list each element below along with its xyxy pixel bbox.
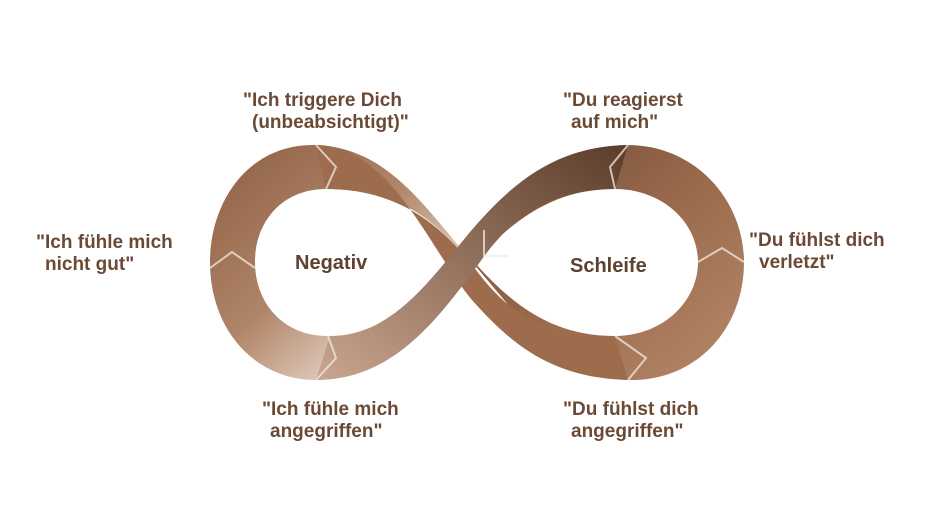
arrow-marker-bottom-right: [614, 335, 648, 381]
label-trigger-line-2: (unbeabsichtigt)": [252, 112, 409, 133]
center-label-schleife: Schleife: [570, 255, 647, 277]
label-trigger: "Ich triggere Dich (unbeabsichtigt)": [243, 90, 409, 134]
label-attacked-you: "Du fühlst dich angegriffen": [563, 399, 699, 443]
label-trigger-line-1: "Ich triggere Dich: [243, 90, 402, 111]
arrow-marker-top-left: [315, 144, 338, 190]
label-react-line-1: "Du reagierst: [563, 90, 683, 111]
label-react: "Du reagierst auf mich": [563, 90, 683, 134]
label-attacked-me: "Ich fühle mich angegriffen": [262, 399, 399, 443]
label-attacked-me-line-1: "Ich fühle mich: [262, 399, 399, 420]
arrow-marker-left: [209, 250, 256, 269]
label-hurt-line-2: verletzt": [759, 252, 835, 273]
label-attacked-me-line-2: angegriffen": [270, 421, 383, 442]
ascending-ribbon: [316, 145, 628, 380]
arrow-marker-bottom-left: [315, 335, 338, 381]
arrow-marker-top-right: [608, 144, 629, 190]
center-label-negativ: Negativ: [295, 252, 368, 274]
descending-ribbon: [316, 145, 628, 380]
arrow-marker-center: [483, 230, 508, 257]
label-not-good-line-2: nicht gut": [45, 254, 135, 275]
label-hurt-line-1: "Du fühlst dich: [749, 230, 885, 251]
arrow-markers: [209, 144, 745, 381]
label-not-good: "Ich fühle mich nicht gut": [36, 232, 173, 276]
label-attacked-you-line-2: angegriffen": [571, 421, 684, 442]
arrow-marker-right: [697, 246, 745, 263]
label-attacked-you-line-1: "Du fühlst dich: [563, 399, 699, 420]
label-not-good-line-1: "Ich fühle mich: [36, 232, 173, 253]
label-react-line-2: auf mich": [571, 112, 659, 133]
label-hurt: "Du fühlst dich verletzt": [749, 230, 885, 274]
